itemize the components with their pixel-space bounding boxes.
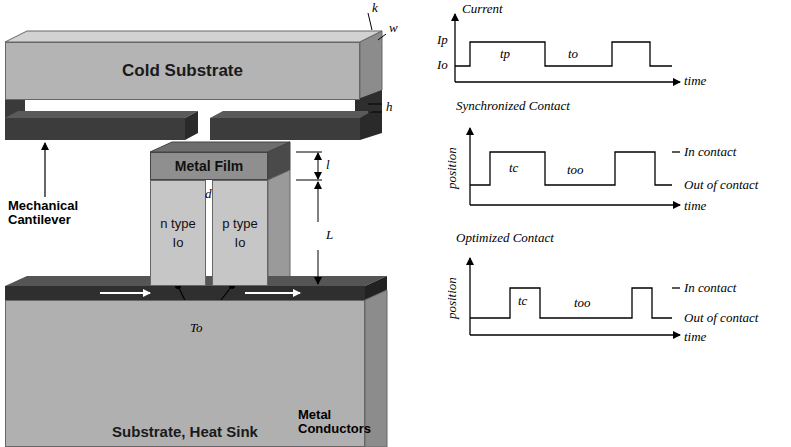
label: position (445, 147, 459, 189)
current-arrow (245, 292, 300, 294)
axis (469, 258, 470, 335)
label: d (205, 187, 212, 201)
node-text: Metal Film (175, 158, 243, 174)
node-text: n type (160, 216, 195, 231)
label: tc (509, 161, 518, 175)
label: In contact (684, 145, 736, 159)
label: Mechanical Cantilever (8, 199, 98, 228)
contact-waveform (470, 288, 672, 318)
node-text: p type (222, 216, 257, 231)
label: Optimized Contact (456, 231, 554, 245)
leader-line (44, 143, 45, 197)
label: In contact (684, 281, 736, 295)
metal-film: Metal Film (150, 152, 268, 180)
node-text: Substrate, Heat Sink (112, 423, 258, 440)
n-type-pillar: n typeIo (150, 180, 206, 286)
label: L (326, 228, 333, 242)
cantilever-side (360, 111, 382, 140)
label: w (389, 21, 398, 35)
label: tp (500, 47, 510, 61)
node-text: Io (173, 235, 184, 250)
current-waveform (455, 42, 672, 66)
film-top-face (150, 142, 290, 152)
axis (454, 14, 455, 82)
label: To (190, 321, 203, 335)
label: l (326, 158, 330, 172)
label: Synchronized Contact (456, 99, 570, 113)
cold-substrate: Cold Substrate (5, 42, 360, 100)
dimension-line (368, 112, 382, 113)
dimension-line (378, 34, 386, 40)
current-arrow (100, 292, 150, 294)
label: k (372, 1, 378, 15)
label: Metal Conductors (298, 408, 386, 437)
substrate-side-face (360, 31, 382, 100)
dimension-line (318, 182, 319, 222)
p-type-pillar: p typeIo (212, 180, 268, 286)
cantilever-top (210, 111, 373, 118)
dimension-line (318, 153, 319, 166)
dimension-line (296, 180, 322, 181)
level-tick (672, 151, 680, 152)
label: Current (462, 2, 503, 16)
node-text: Io (235, 235, 246, 250)
contact-waveform (470, 152, 672, 185)
label: h (386, 100, 393, 114)
label: Out of contact (684, 178, 758, 192)
label: time (684, 74, 706, 88)
axis (455, 81, 680, 82)
mechanical-cantilever (210, 118, 360, 140)
axis (470, 204, 680, 205)
dimension-line (368, 104, 382, 105)
label: time (684, 330, 706, 344)
axis (469, 128, 470, 205)
cantilever-side (185, 111, 198, 140)
label: to (568, 47, 578, 61)
label: tc (518, 294, 527, 308)
dimension-line (368, 13, 372, 30)
timing-graphs (455, 14, 680, 335)
dimension-line (318, 166, 319, 179)
label: Out of contact (684, 311, 758, 325)
mechanical-cantilever (5, 118, 185, 140)
dimension-line (318, 250, 319, 284)
metal-conductors (5, 286, 365, 300)
axis (470, 334, 680, 335)
node-text: Cold Substrate (122, 61, 243, 81)
label: Io (437, 58, 448, 72)
label: too (567, 163, 584, 177)
dimension-line (296, 152, 322, 153)
level-tick (672, 287, 680, 288)
label: too (574, 296, 591, 310)
label: position (445, 277, 459, 319)
pillar-side-face (268, 170, 290, 286)
label: time (684, 199, 706, 213)
label: Ip (437, 33, 448, 47)
cantilever-top (5, 111, 198, 118)
substrate-top-face (5, 31, 382, 42)
